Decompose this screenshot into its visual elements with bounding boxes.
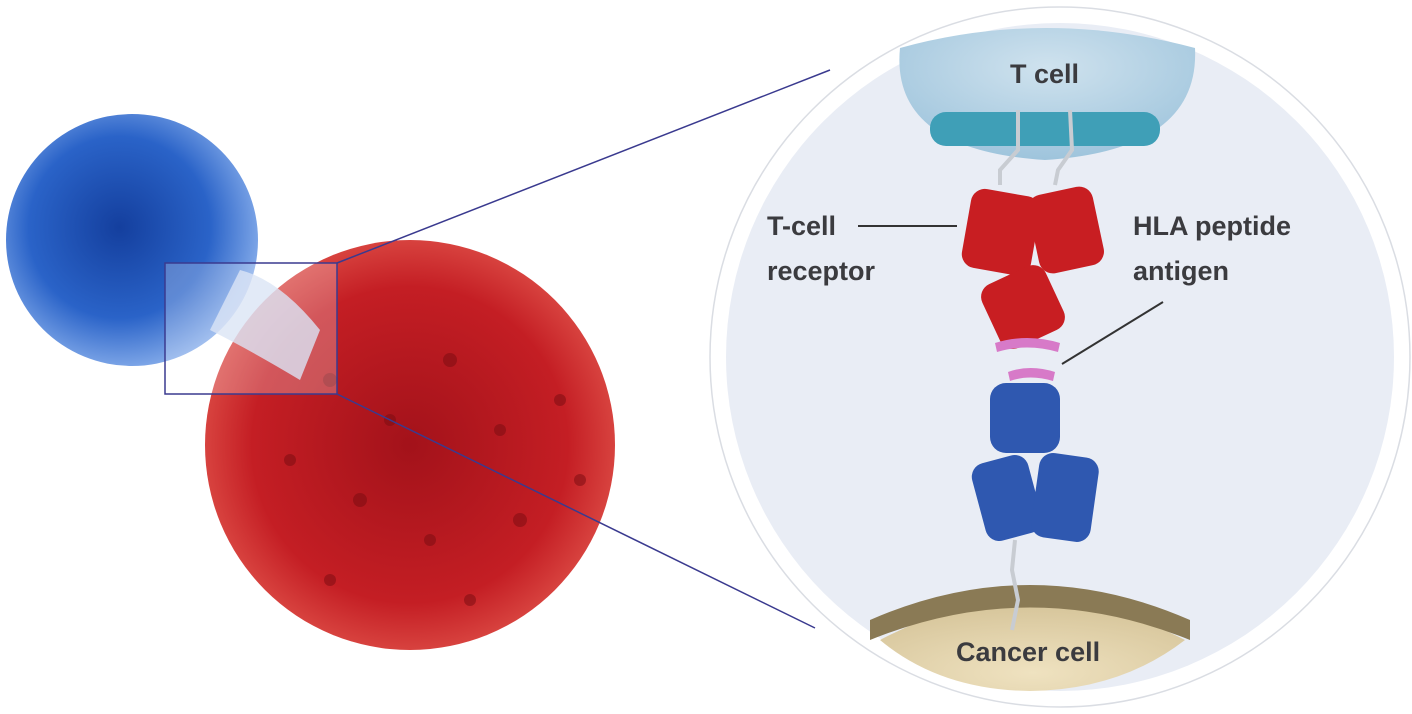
zoom-region-box bbox=[164, 262, 338, 395]
inset-background bbox=[726, 23, 1394, 691]
hla-molecule bbox=[971, 383, 1099, 542]
t-cell-illustration bbox=[6, 114, 320, 380]
peptide-top bbox=[995, 338, 1060, 352]
antigen-pointer bbox=[1061, 301, 1164, 365]
t-cell-receptor-label-1: T-cell bbox=[767, 211, 837, 241]
t-cell-label: T cell bbox=[1010, 59, 1080, 89]
cancer-cell-membrane bbox=[870, 585, 1190, 691]
hla-label-1: HLA peptide bbox=[1133, 211, 1291, 241]
t-cell-receptor bbox=[961, 186, 1104, 349]
t-cell-membrane bbox=[899, 28, 1196, 160]
t-cell-receptor-label-2: receptor bbox=[767, 256, 876, 286]
tether-lines bbox=[998, 109, 1075, 631]
peptide-bottom bbox=[1008, 368, 1055, 381]
zoom-line-bottom bbox=[336, 393, 816, 629]
hla-label-2: antigen bbox=[1133, 256, 1230, 286]
zoom-line-top bbox=[336, 69, 831, 264]
cancer-cell-label: Cancer cell bbox=[956, 637, 1101, 667]
